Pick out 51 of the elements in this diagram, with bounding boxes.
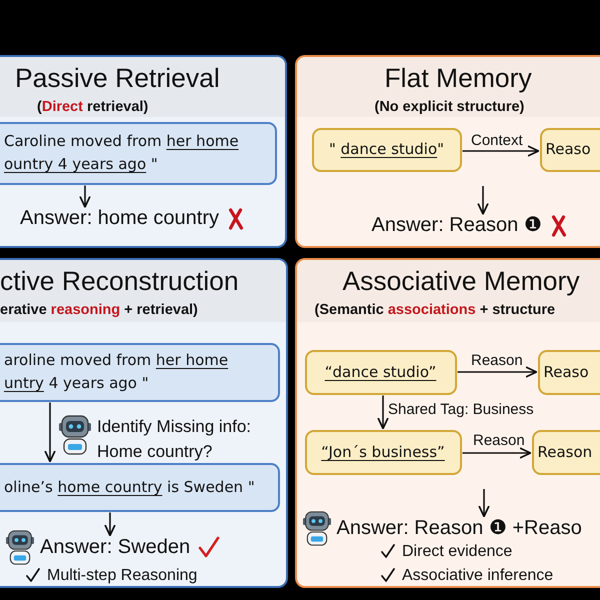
arrow <box>44 402 56 462</box>
panel-title: Associative Memory <box>342 266 580 296</box>
edge-label: Shared Tag: Business <box>388 401 534 418</box>
panel <box>295 55 600 248</box>
answer-text: Answer: Sweden <box>40 536 190 558</box>
text-box <box>0 122 277 184</box>
arrow <box>104 512 116 536</box>
text-box <box>540 128 600 172</box>
panel-subtitle: erative reasoning + retrieval) <box>0 300 198 318</box>
panel-subtitle: (Direct retrieval) <box>37 98 148 116</box>
box-text: " dance studio" <box>328 139 446 160</box>
box-text: aroline moved from her home untry 4 years ago " <box>4 350 230 394</box>
text-box <box>304 430 462 474</box>
box-text: Reaso <box>544 362 590 382</box>
box-text: Caroline moved from her home ountry 4 years ago " <box>4 131 240 175</box>
panel-title: Flat Memory <box>384 62 532 92</box>
box-text: Reason <box>538 442 594 462</box>
edge-label: Reason <box>471 352 523 369</box>
answer-text: Answer: Reason ❶ +Reaso <box>336 518 582 538</box>
arrow <box>462 448 532 458</box>
edge-label: Context <box>471 132 523 149</box>
arrow <box>462 146 540 156</box>
edge-label: Reason <box>473 432 525 449</box>
panel-subtitle: (Semantic associations + structure <box>314 300 556 318</box>
box-text: oline’s home country is Sweden " <box>4 476 256 498</box>
text-box <box>312 128 462 172</box>
answer-text: Answer: home country <box>20 208 219 229</box>
box-text: “dance studio” <box>324 362 438 382</box>
text-box <box>0 462 280 512</box>
text-box <box>0 342 280 402</box>
arrow <box>458 366 538 378</box>
panel-title: Passive Retrieval <box>15 62 220 92</box>
text-box <box>532 430 600 474</box>
edge-label: Identify Missing info: Home country? <box>97 416 252 463</box>
panel <box>0 258 288 588</box>
box-text: “Jon´s business” <box>320 442 446 462</box>
list-item-text: Multi-step Reasoning <box>47 566 198 585</box>
panel-subtitle: (No explicit structure) <box>374 98 524 116</box>
arrow <box>80 186 90 208</box>
answer-text: Answer: Reason ❶ <box>372 215 542 236</box>
list-item-text: Associative inference <box>402 566 554 585</box>
arrow <box>478 489 490 518</box>
panel <box>0 55 287 248</box>
box-text: Reaso <box>546 139 592 160</box>
list-item-text: Direct evidence <box>402 542 512 561</box>
panel <box>295 258 600 588</box>
text-box <box>538 350 600 394</box>
panel-title: ctive Reconstruction <box>0 266 239 296</box>
arrow <box>478 186 488 215</box>
arrow <box>378 396 388 430</box>
text-box <box>304 350 456 394</box>
